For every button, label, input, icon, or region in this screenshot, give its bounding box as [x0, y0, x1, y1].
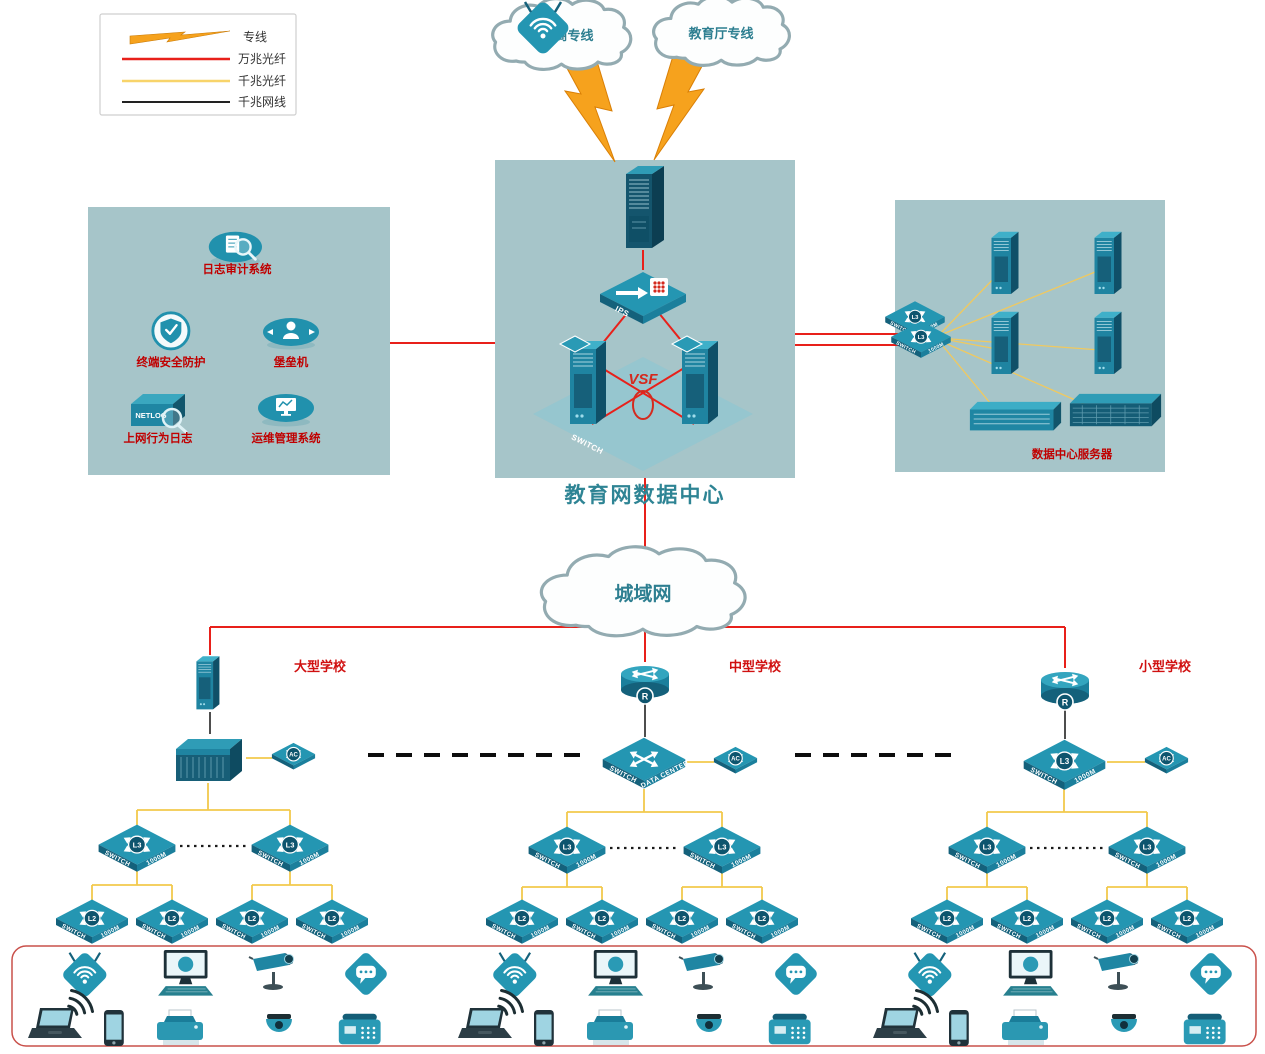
internet-gateway-firewall: [625, 165, 665, 249]
small-school-router: [1041, 672, 1089, 710]
medium-school-label: 中型学校: [729, 659, 782, 674]
medium-school-l2-switch-3: [646, 900, 718, 944]
large-school-l3-switch-2: [252, 825, 329, 872]
medium-school-ac-controller: [714, 747, 757, 774]
medium-school-l2-switch-2: [566, 900, 638, 944]
bastion-host-label: 堡垒机: [274, 355, 309, 369]
log-audit-icon: [207, 230, 264, 268]
ip-phone-icon: [768, 1013, 811, 1045]
desktop-pc-icon: [157, 949, 214, 997]
dc-server-2: [1094, 231, 1122, 295]
medium-school-core-switch: SWITCH DATA CENTER: [603, 738, 690, 790]
small-school-l3-switch-2: [1109, 827, 1186, 874]
ips-device: IPS: [600, 272, 686, 324]
large-school-l2-switch-2: [136, 900, 208, 944]
vsf-ring-icon: [632, 390, 654, 420]
dc-server-3: [991, 311, 1019, 375]
large-school-l2-switch-3: [216, 900, 288, 944]
small-school-l3-switch-1: [949, 827, 1026, 874]
server-panel-caption: 数据中心服务器: [1032, 447, 1113, 461]
dc-rack-server-2: [1069, 393, 1162, 427]
large-school-l3-switch-1: [99, 825, 176, 872]
dc-rack-server-1: [969, 401, 1062, 431]
small-school-l2-switch-1: [911, 900, 983, 944]
small-school-l2-switch-4: [1151, 900, 1223, 944]
datacenter-title: 教育网数据中心: [565, 483, 726, 507]
large-school-l2-switch-4: [296, 900, 368, 944]
small-school-l2-switch-3: [1071, 900, 1143, 944]
vsf-server-cluster: VSF: [558, 335, 719, 425]
small-school-ac-controller: [1145, 747, 1188, 774]
small-school-label: 小型学校: [1139, 659, 1192, 674]
copper-links: [209, 702, 1066, 739]
large-school-label: 大型学校: [294, 659, 347, 674]
small-school-l2-switch-2: [991, 900, 1063, 944]
medium-school-l2-switch-4: [726, 900, 798, 944]
legend-dedicated-label: 专线: [243, 29, 267, 44]
small-school-core-switch: [1024, 740, 1106, 790]
medium-school-router: [621, 666, 669, 704]
large-school: 大型学校: [56, 655, 368, 944]
endpoint-protection-icon: [151, 311, 191, 351]
medium-school-l3-switch-1: [529, 827, 606, 874]
legend-lightning-icon: [129, 30, 231, 45]
vsf-server-1: [569, 340, 607, 425]
smartphone-icon: [949, 1010, 969, 1046]
large-school-l2-switch-1: [56, 900, 128, 944]
legend-10g-label: 万兆光纤: [238, 52, 286, 66]
large-school-ac-controller: [272, 743, 315, 770]
stack-module-icon: [670, 335, 704, 353]
ip-phone-icon: [338, 1013, 381, 1045]
fiber-1g-links: [91, 269, 1188, 903]
large-school-server: [196, 655, 220, 710]
bastion-host-icon: [263, 318, 319, 350]
medium-school-l2-switch-1: [486, 900, 558, 944]
stack-module-icon: [558, 335, 592, 353]
vsf-label: VSF: [628, 371, 658, 388]
legend-1g-fiber-label: 千兆光纤: [238, 74, 286, 88]
desktop-pc-icon: [587, 949, 644, 997]
log-audit-label: 日志审计系统: [203, 262, 272, 276]
legend-1g-copper-label: 千兆网线: [238, 95, 286, 109]
dc-server-4: [1094, 311, 1122, 375]
stack-dotted-links: [180, 844, 1104, 850]
medium-school: 中型学校 SWITCH DATA CENTER: [486, 659, 798, 944]
ops-management-label: 运维管理系统: [252, 431, 321, 445]
smartphone-icon: [534, 1010, 554, 1046]
medium-school-l3-switch-2: [684, 827, 761, 874]
edu-cloud-label: 教育厅专线: [687, 26, 753, 41]
netlog-label: 上网行为日志: [124, 431, 193, 445]
terminal-group-2: [458, 0, 820, 1046]
man-cloud-label: 城域网: [614, 582, 671, 605]
endpoint-protection-label: 终端安全防护: [137, 355, 206, 369]
desktop-pc-icon: [1002, 949, 1059, 997]
large-school-core-switch: [175, 738, 243, 782]
vsf-server-2: [681, 340, 719, 425]
ip-phone-icon: [1183, 1013, 1226, 1045]
legend: 专线 万兆光纤 千兆光纤 千兆网线: [99, 13, 297, 116]
small-school: 小型学校: [911, 659, 1223, 944]
smartphone-icon: [104, 1010, 124, 1046]
ops-management-icon: [257, 393, 315, 428]
dc-server-1: [991, 231, 1019, 295]
